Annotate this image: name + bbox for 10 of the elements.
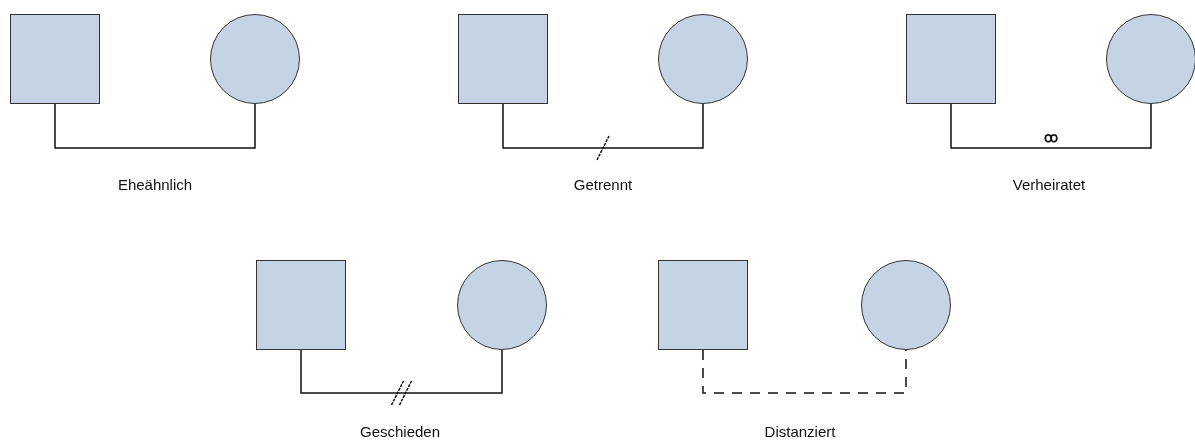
relationship-caption: Getrennt [573, 176, 633, 193]
male-square [256, 260, 346, 350]
male-square [906, 14, 996, 104]
relationship-caption: Geschieden [359, 423, 441, 440]
relationship-caption: Eheähnlich [117, 176, 193, 193]
relationship-caption: Verheiratet [1012, 176, 1086, 193]
male-square [658, 260, 748, 350]
relationship-caption: Distanziert [764, 423, 836, 440]
male-square [10, 14, 100, 104]
male-square [458, 14, 548, 104]
